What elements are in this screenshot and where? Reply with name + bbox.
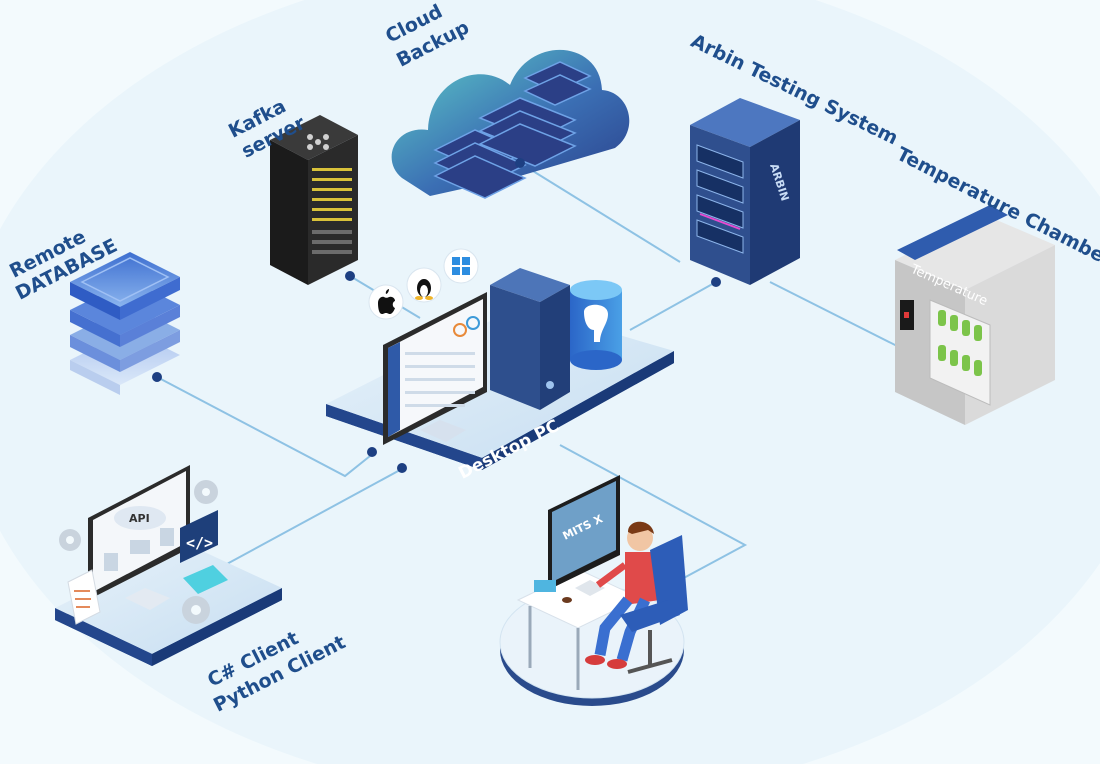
postgresql-database <box>570 280 622 370</box>
office-chair <box>620 535 688 674</box>
windows-icon <box>443 248 479 284</box>
desktop-port-bottom <box>397 463 407 473</box>
connector-cloud <box>519 162 681 263</box>
image-card-icon <box>183 565 228 594</box>
connector-temperature <box>769 281 906 351</box>
arbin-pink-strip <box>699 213 741 230</box>
monitor-dashboard-rows <box>405 352 475 407</box>
client-platform-node: API </> <box>55 465 282 666</box>
cloud-port <box>515 158 525 168</box>
svg-text:</>: </> <box>186 534 213 552</box>
temperature-chamber-node: Temperature <box>895 205 1055 425</box>
connector-clients <box>224 469 401 566</box>
linux-icon <box>406 267 442 303</box>
kafka-logo-icon <box>307 134 329 150</box>
desktop-monitor <box>383 292 487 445</box>
cloud-server-stack <box>433 61 592 199</box>
connector-operator <box>559 444 748 581</box>
postgresql-elephant-icon <box>584 304 608 342</box>
os-badges <box>368 248 479 320</box>
pc-tower <box>490 268 570 410</box>
cloud-backup-node <box>391 49 630 199</box>
connector-arbin <box>629 281 717 331</box>
battery-cells <box>938 310 982 376</box>
operator-person <box>585 521 660 669</box>
kafka-led-lights <box>312 168 352 221</box>
desktop-port-left <box>367 447 377 457</box>
arbin-port <box>711 277 721 287</box>
arbin-system-node: ARBIN <box>690 98 800 287</box>
connector-lines <box>156 162 906 581</box>
document-icon <box>67 569 101 625</box>
kafka-port <box>345 271 355 281</box>
apple-icon <box>368 284 404 320</box>
operator-workstation-node: MITS X <box>499 475 688 706</box>
code-icon: </> <box>180 510 218 563</box>
database-port <box>152 372 162 382</box>
temperature-sign-board <box>897 205 1008 260</box>
remote-database-node <box>70 252 180 395</box>
api-cloud-shape <box>114 506 166 530</box>
coffee-cup <box>562 597 572 603</box>
connector-database <box>156 376 376 478</box>
book-stack <box>534 580 556 592</box>
api-label: API <box>129 512 150 525</box>
kafka-server-node <box>270 115 358 285</box>
